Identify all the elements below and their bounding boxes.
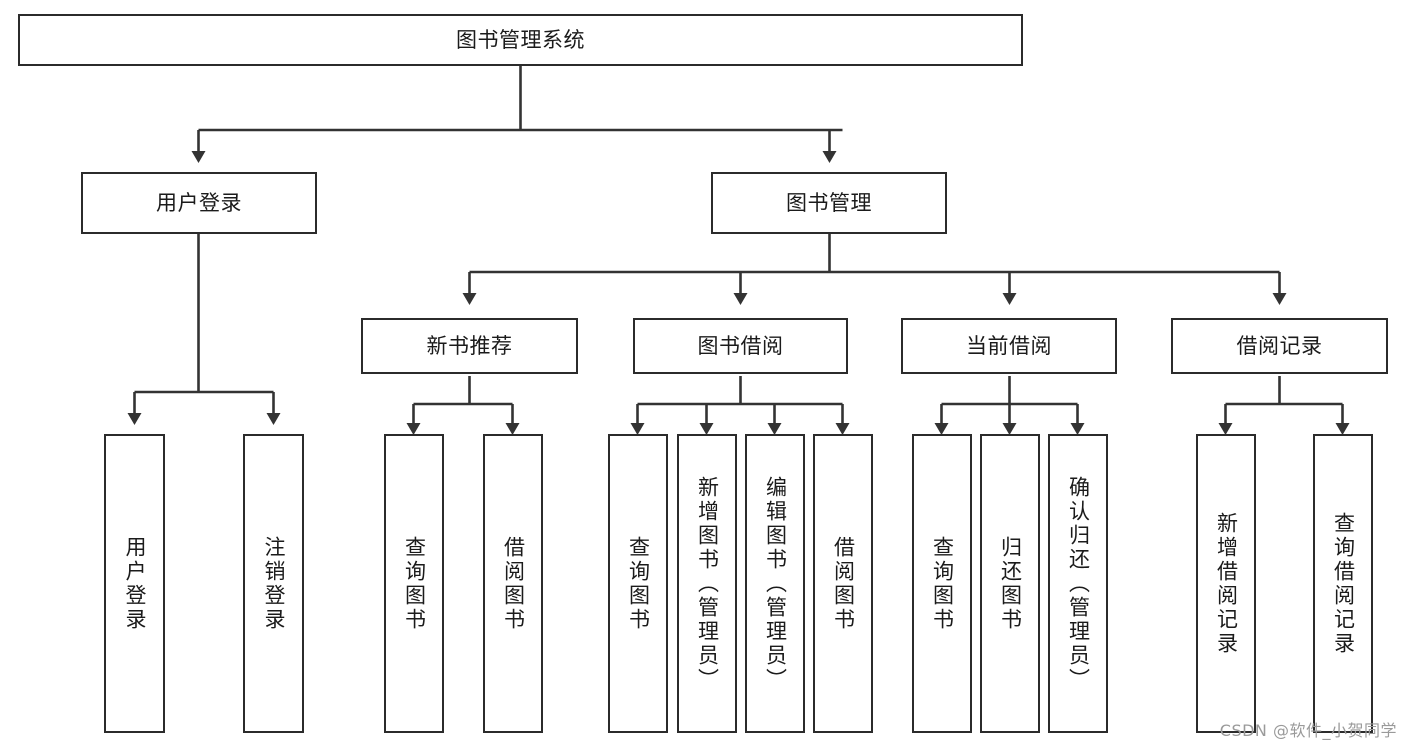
leaf-edit-book-label: 编辑图书（管理员） — [763, 475, 788, 692]
leaf-add-book-label: 新增图书（管理员） — [695, 475, 720, 692]
leaf-user-login-label: 用户登录 — [123, 535, 147, 632]
node-root-label: 图书管理系统 — [456, 27, 585, 52]
leaf-query-book-3[interactable]: 查询图书 — [912, 434, 972, 733]
node-book-borrow[interactable]: 图书借阅 — [633, 318, 848, 374]
leaf-query-book-2-label: 查询图书 — [626, 535, 651, 632]
leaf-confirm-return[interactable]: 确认归还（管理员） — [1048, 434, 1108, 733]
node-borrow-record[interactable]: 借阅记录 — [1171, 318, 1388, 374]
leaf-borrow-book-2[interactable]: 借阅图书 — [813, 434, 873, 733]
node-new-book-recommend[interactable]: 新书推荐 — [361, 318, 578, 374]
leaf-borrow-book-1[interactable]: 借阅图书 — [483, 434, 543, 733]
leaf-add-record-label: 新增借阅记录 — [1214, 511, 1239, 656]
leaf-query-record-label: 查询借阅记录 — [1331, 511, 1356, 656]
node-borrow-record-label: 借阅记录 — [1236, 333, 1323, 358]
node-book-manage-label: 图书管理 — [786, 190, 872, 215]
leaf-query-book-1-label: 查询图书 — [402, 535, 427, 632]
leaf-logout-label: 注销登录 — [262, 535, 286, 632]
leaf-add-book[interactable]: 新增图书（管理员） — [677, 434, 737, 733]
leaf-logout[interactable]: 注销登录 — [243, 434, 304, 733]
leaf-add-record[interactable]: 新增借阅记录 — [1196, 434, 1256, 733]
node-user-login[interactable]: 用户登录 — [81, 172, 317, 234]
leaf-query-book-2[interactable]: 查询图书 — [608, 434, 668, 733]
node-book-borrow-label: 图书借阅 — [697, 333, 784, 358]
node-root[interactable]: 图书管理系统 — [18, 14, 1023, 66]
node-book-manage[interactable]: 图书管理 — [711, 172, 947, 234]
leaf-query-record[interactable]: 查询借阅记录 — [1313, 434, 1373, 733]
leaf-borrow-book-2-label: 借阅图书 — [831, 535, 856, 632]
node-user-login-label: 用户登录 — [156, 190, 242, 215]
leaf-return-book[interactable]: 归还图书 — [980, 434, 1040, 733]
csdn-watermark: CSDN @软件_小贺同学 — [1219, 721, 1397, 740]
node-current-borrow[interactable]: 当前借阅 — [901, 318, 1117, 374]
leaf-borrow-book-1-label: 借阅图书 — [501, 535, 526, 632]
leaf-return-book-label: 归还图书 — [998, 535, 1023, 632]
node-new-book-recommend-label: 新书推荐 — [426, 333, 513, 358]
leaf-user-login[interactable]: 用户登录 — [104, 434, 165, 733]
leaf-query-book-1[interactable]: 查询图书 — [384, 434, 444, 733]
leaf-confirm-return-label: 确认归还（管理员） — [1066, 475, 1091, 692]
leaf-edit-book[interactable]: 编辑图书（管理员） — [745, 434, 805, 733]
node-current-borrow-label: 当前借阅 — [966, 333, 1052, 358]
leaf-query-book-3-label: 查询图书 — [930, 535, 955, 632]
